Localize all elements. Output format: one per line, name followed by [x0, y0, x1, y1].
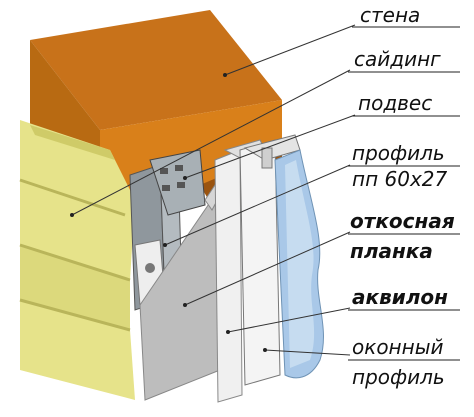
siding-top-lock — [30, 125, 115, 160]
leader-dot-slope — [183, 303, 187, 307]
label-hanger: подвес — [358, 91, 432, 115]
siding-groove-2 — [19, 243, 131, 282]
label-akvilon: аквилон — [352, 285, 448, 309]
label-siding: сайдинг — [354, 47, 441, 71]
leader-window-profile — [264, 349, 351, 356]
leader-siding — [71, 69, 351, 216]
leader-slope-plank — [184, 231, 351, 306]
siding-groove-1 — [19, 178, 126, 217]
leader-akvilon — [227, 307, 351, 333]
leader-hanger — [184, 114, 356, 179]
label-slope-line2: планка — [350, 239, 433, 263]
window-profile-front — [239, 139, 281, 386]
akvilon-face — [214, 149, 243, 403]
label-profile-line2: пп 60x27 — [352, 167, 448, 191]
label-window-line1: оконный — [352, 335, 444, 359]
leader-dot-window — [263, 348, 267, 352]
siding-groove-3 — [19, 298, 131, 332]
leader-dot-akvilon — [226, 330, 230, 334]
wall-top-face — [30, 10, 282, 130]
label-wall: стена — [360, 3, 420, 27]
labels: стена сайдинг подвес профиль пп 60x27 от… — [348, 3, 460, 389]
leader-dot-hanger — [183, 176, 187, 180]
glass — [274, 149, 324, 379]
siding-panel-2 — [20, 245, 130, 330]
leader-wall — [224, 24, 356, 76]
leader-dot-siding — [70, 213, 74, 217]
window-profile-channel — [261, 147, 273, 169]
label-window-line2: профиль — [352, 365, 445, 389]
siding — [19, 120, 135, 400]
hanger-slot-4 — [177, 182, 185, 188]
leader-dot-profile — [163, 243, 167, 247]
hanger-slot-2 — [175, 165, 183, 171]
label-profile-line1: профиль — [352, 141, 445, 165]
label-slope-line1: откосная — [350, 209, 455, 233]
corner-strip-hole — [145, 263, 155, 273]
hanger-slot-3 — [162, 185, 170, 191]
leader-lines — [70, 24, 356, 356]
leader-profile — [164, 164, 351, 246]
leader-dot-wall — [223, 73, 227, 77]
hanger-slot-1 — [160, 168, 168, 174]
